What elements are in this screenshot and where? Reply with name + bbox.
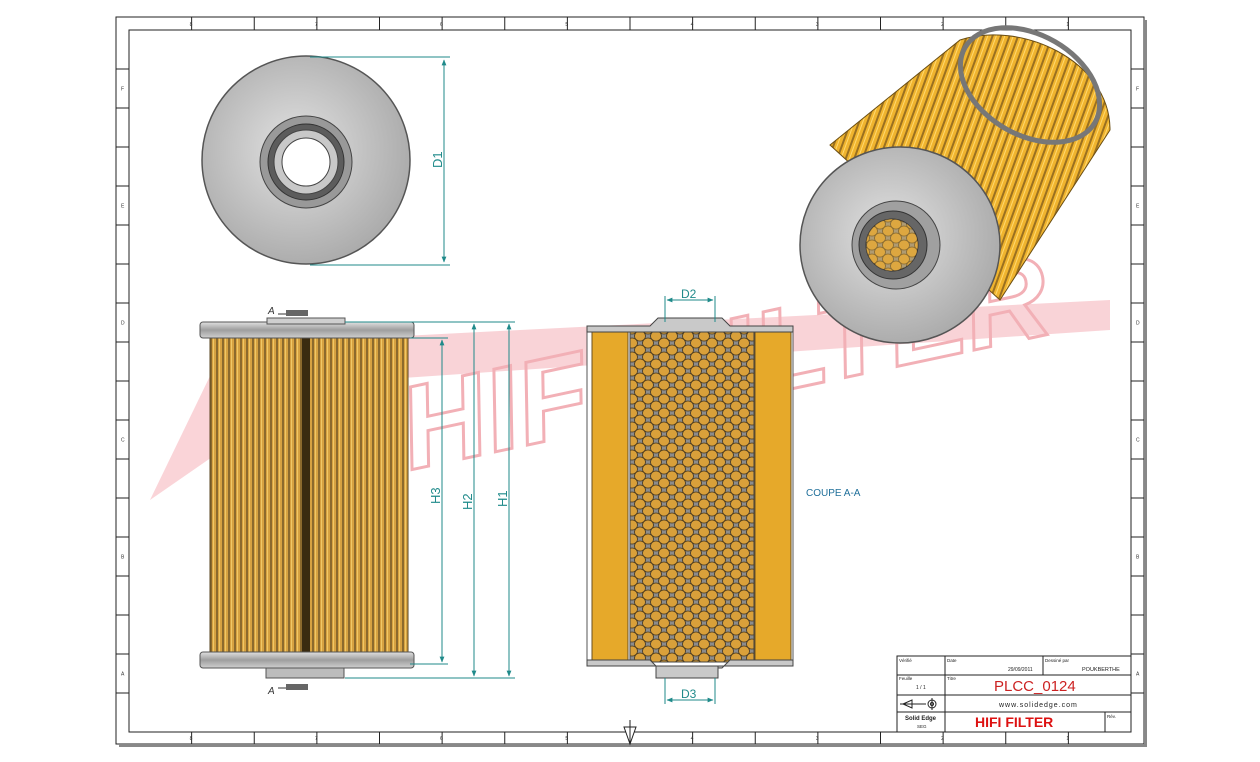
dimension-label-h3: H3 [428,487,443,504]
border-letter: E [121,204,125,210]
tb-date-value: 29/09/2011 [1008,667,1033,673]
dimension-label-d2: D2 [681,287,697,301]
tb-software-sub: SEG [917,724,927,729]
tb-website: www.solidedge.com [998,702,1078,709]
border-number: 2 [941,736,944,742]
border-letter: A [1136,672,1140,678]
border-number: 8 [190,736,193,742]
border-letter: B [1136,555,1140,561]
border-number: 5 [565,736,568,742]
border-number: 7 [315,22,318,28]
border-number: 3 [816,736,819,742]
tb-label-titre: Titre [947,676,956,681]
title-block [896,655,1132,733]
projection-symbol-icon [900,698,937,710]
border-number: 8 [190,22,193,28]
border-letter: A [121,672,125,678]
tb-author: POUKBERTHE [1082,667,1120,673]
border-letter: F [1136,87,1139,93]
dimension-d1 [310,56,450,266]
border-number: 5 [565,22,568,28]
border-letter: B [121,555,125,561]
border-number: 2 [941,22,944,28]
tb-company: HIFI FILTER [975,714,1053,730]
top-view [201,55,411,265]
section-marker-top: A [267,306,308,317]
border-letter: E [1136,204,1140,210]
dimension-label-h1: H1 [495,490,510,507]
border-number: 3 [816,22,819,28]
border-number: 6 [440,22,443,28]
side-view [199,317,415,679]
section-marker-bottom: A [267,684,308,697]
tb-label-dessine: Dessiné par [1045,658,1070,663]
tb-label-date: Date [947,658,957,663]
border-letter: C [121,438,125,444]
section-label: COUPE A-A [806,488,861,499]
tb-label-verifie: Vérifié [899,658,912,663]
dimension-label-d3: D3 [681,687,697,701]
svg-text:A: A [267,306,275,317]
border-number: 1 [1066,736,1069,742]
dimension-label-d1: D1 [430,151,445,168]
section-view [586,317,794,679]
tb-part-number: PLCC_0124 [994,678,1076,695]
border-letter: F [121,87,124,93]
tb-sheet-value: 1 / 1 [916,685,926,691]
border-number: 1 [1066,22,1069,28]
dimension-h-lines [345,321,515,679]
border-number: 4 [691,736,694,742]
border-number: 4 [691,22,694,28]
border-letter: D [1136,321,1140,327]
border-number: 6 [440,736,443,742]
dimension-d2-d3 [664,296,716,704]
border-number: 7 [315,736,318,742]
isometric-view [799,25,1111,344]
tb-label-feuille: Feuille [899,676,913,681]
tb-software: Solid Edge [905,716,937,722]
svg-text:A: A [267,686,275,697]
border-letter: D [121,321,125,327]
tb-label-rev: Rév. [1107,714,1116,719]
border-letter: C [1136,438,1140,444]
dimension-label-h2: H2 [460,493,475,510]
